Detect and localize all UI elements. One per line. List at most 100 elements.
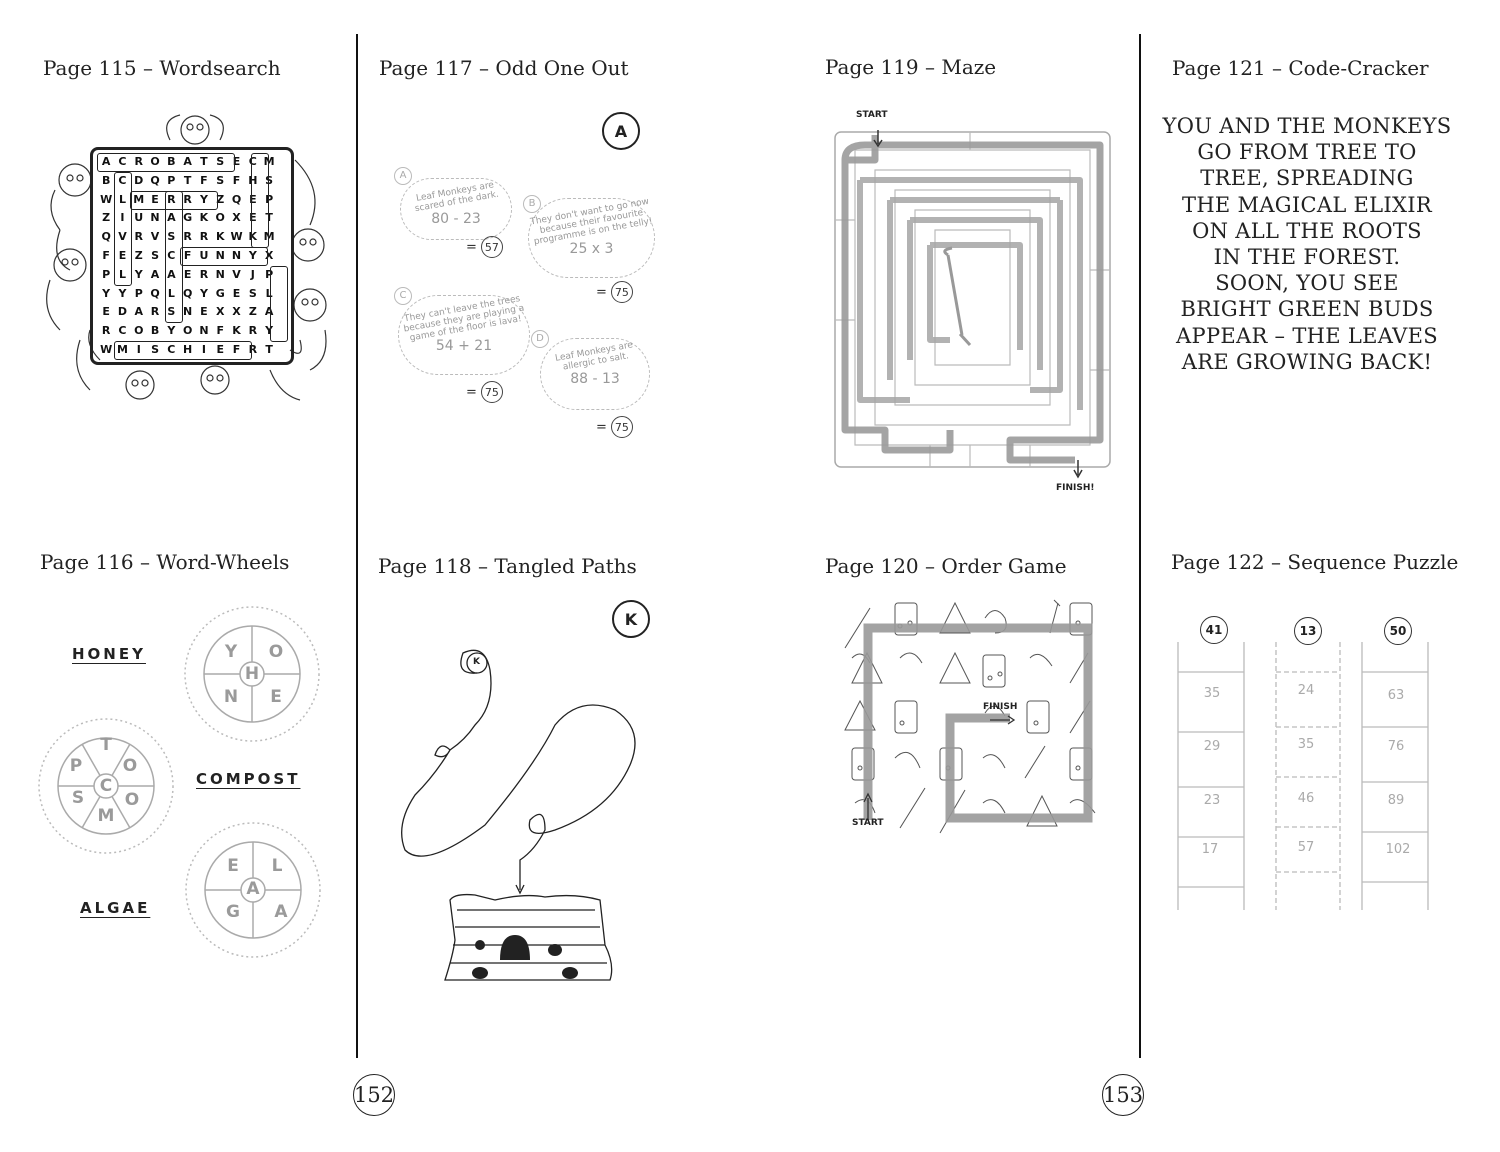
odd-one-out-answer: A — [602, 112, 640, 150]
page-number-right: 153 — [1102, 1074, 1144, 1116]
wheel3-letter: L — [271, 856, 283, 876]
clue-text-b: They don't want to go now because their … — [529, 196, 654, 248]
wordsearch-cell: H — [248, 173, 258, 187]
wordsearch-cell: W — [100, 342, 113, 356]
word-wheel-3 — [185, 822, 321, 958]
word-box-acrobats — [97, 153, 235, 172]
option-letter-d: D — [531, 330, 549, 348]
wordsearch-cell: X — [264, 248, 274, 262]
wordsearch-cell: R — [167, 192, 176, 206]
order-game-grid-illustration — [844, 599, 1096, 834]
message-line: BRIGHT GREEN BUDS — [1180, 297, 1434, 322]
word-wheel-answer-compost: COMPOST — [196, 770, 301, 788]
wordsearch-cell: A — [150, 267, 160, 281]
sequence-value: 76 — [1387, 739, 1405, 754]
clue-cloud-c: They can't leave the trees because they … — [398, 294, 530, 375]
wordsearch-cell: E — [151, 192, 159, 206]
wordsearch-cell: F — [216, 324, 224, 338]
wordsearch-cell: W — [230, 230, 243, 244]
wordsearch-cell: S — [151, 248, 159, 262]
wordsearch-cell: P — [265, 267, 274, 281]
sequence-start-3: 50 — [1384, 617, 1412, 645]
result-d: 75 — [610, 416, 633, 438]
wordsearch-cell: A — [167, 267, 176, 281]
clue-sum-b: 25 x 3 — [569, 241, 614, 257]
wordsearch-cell: R — [248, 324, 258, 338]
tangled-paths-answer: K — [612, 600, 650, 638]
wordsearch-cell: V — [150, 230, 160, 244]
sequence-value: 57 — [1297, 840, 1315, 855]
wheel2-letter: O — [124, 790, 140, 810]
word-box-vertical-3 — [270, 266, 288, 342]
wordsearch-cell: S — [151, 342, 159, 356]
clue-cloud-a: Leaf Monkeys are scared of the dark. 80 … — [400, 178, 512, 240]
wheel2-letter: O — [122, 756, 138, 776]
sequence-value: 24 — [1297, 683, 1315, 698]
wheel3-center-letter: A — [246, 879, 260, 899]
result-b: 75 — [610, 281, 633, 303]
word-box-funny — [180, 247, 268, 266]
wordsearch-cell: Q — [231, 192, 242, 206]
wordsearch-cell: R — [150, 305, 160, 319]
message-line: ARE GROWING BACK! — [1181, 349, 1433, 374]
wordsearch-cell: U — [134, 211, 144, 225]
wordsearch-cell: B — [150, 324, 160, 338]
wordsearch-cell: V — [232, 267, 241, 281]
tangled-path-illustration — [401, 649, 636, 981]
clue-cloud-b: They don't want to go now because their … — [528, 196, 655, 278]
message-line: APPEAR – THE LEAVES — [1176, 323, 1438, 348]
wordsearch-cell: E — [183, 267, 192, 281]
title-maze: Page 119 – Maze — [825, 55, 997, 79]
wordsearch-cell: M — [263, 230, 275, 244]
maze-start-label: START — [856, 110, 888, 120]
title-tangled-paths: Page 118 – Tangled Paths — [378, 554, 637, 578]
wordsearch-cell: E — [249, 192, 257, 206]
wordsearch-cell: P — [265, 192, 274, 206]
title-sequence-puzzle: Page 122 – Sequence Puzzle — [1171, 550, 1459, 574]
wordsearch-cell: F — [200, 173, 208, 187]
wordsearch-cell: N — [215, 267, 225, 281]
equals-sign: = — [466, 384, 477, 400]
sequence-value: 29 — [1203, 739, 1221, 754]
word-box-mischief — [114, 341, 252, 360]
wordsearch-cell: M — [263, 155, 275, 168]
wordsearch-cell: R — [101, 324, 111, 338]
wordsearch-cell: R — [199, 230, 209, 244]
sequence-value: 46 — [1297, 791, 1315, 806]
wordsearch-cell: Q — [101, 230, 111, 244]
wordsearch-cell: C — [118, 324, 127, 338]
wordsearch-cell: L — [265, 286, 273, 300]
wordsearch-cell: I — [201, 342, 206, 356]
wordsearch-cell: R — [183, 192, 192, 206]
title-code-cracker: Page 121 – Code-Cracker — [1172, 56, 1429, 80]
wordsearch-cell: A — [101, 155, 111, 168]
sequence-ladders-illustration — [1177, 642, 1429, 910]
wordsearch-cell: O — [182, 324, 193, 338]
wordsearch-cell: P — [167, 173, 176, 187]
wheel2-letter: P — [69, 756, 83, 776]
wheel3-letter: A — [274, 902, 288, 922]
title-wordsearch: Page 115 – Wordsearch — [43, 56, 281, 80]
clue-sum-d: 88 - 13 — [570, 371, 620, 387]
wordsearch-cell: A — [167, 211, 176, 225]
wordsearch-cell: E — [118, 248, 127, 262]
wordsearch-cell: E — [232, 286, 241, 300]
sequence-value: 23 — [1203, 793, 1221, 808]
wordsearch-cell: N — [150, 211, 160, 225]
wordsearch-cell: T — [183, 173, 192, 187]
wordsearch-cell: S — [248, 286, 257, 300]
sequence-value: 35 — [1203, 686, 1221, 701]
wordsearch-cell: N — [231, 248, 242, 262]
title-order-game: Page 120 – Order Game — [825, 554, 1067, 578]
wordsearch-cell: L — [118, 267, 126, 281]
sequence-value: 102 — [1385, 842, 1411, 857]
wordsearch-cell: G — [183, 211, 193, 225]
wheel2-center-letter: C — [99, 776, 113, 796]
sequence-value: 35 — [1297, 737, 1315, 752]
equation-a: =57 — [466, 236, 503, 258]
wordsearch-cell: G — [215, 286, 225, 300]
wordsearch-cell: N — [183, 305, 193, 319]
wordsearch-cell: C — [248, 155, 257, 168]
word-wheel-answer-honey: HONEY — [72, 645, 146, 663]
wordsearch-cell: R — [199, 267, 209, 281]
